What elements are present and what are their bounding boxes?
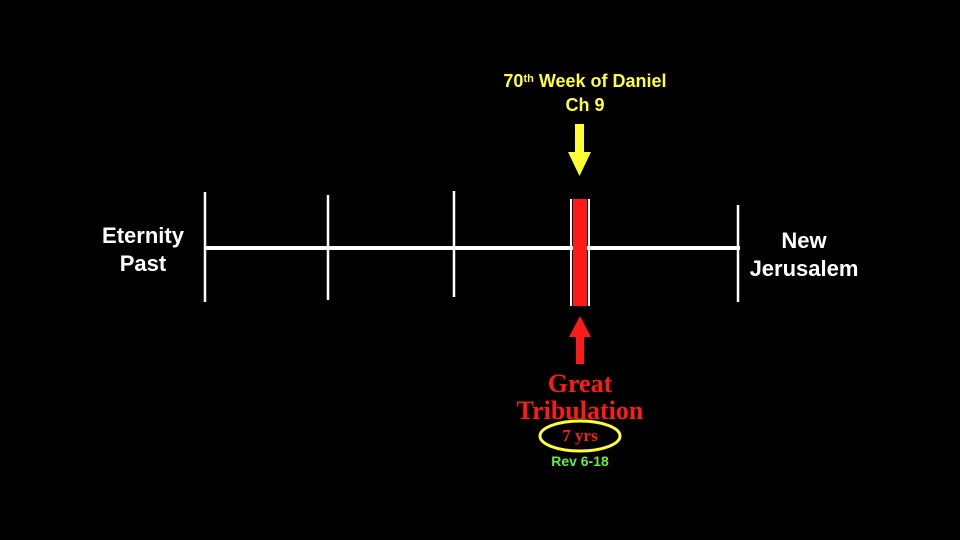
duration-label: 7 yrs bbox=[562, 426, 598, 445]
great-tribulation-line1: Great bbox=[547, 369, 613, 398]
duration-ellipse bbox=[538, 419, 622, 453]
eternity-past-line1: Eternity bbox=[102, 223, 184, 248]
new-jerusalem-label: New Jerusalem bbox=[746, 227, 862, 283]
week-title: Week of Daniel bbox=[533, 71, 667, 91]
week-number-suffix: th bbox=[523, 73, 534, 85]
seventieth-week-line2: Ch 9 bbox=[565, 95, 605, 115]
seventieth-week-line1: 70th Week of Daniel bbox=[470, 69, 700, 93]
great-tribulation-line2: Tribulation bbox=[516, 396, 644, 425]
week-number: 70 bbox=[503, 71, 524, 91]
scripture-reference: Rev 6-18 bbox=[551, 453, 609, 469]
new-jerusalem-line2: Jerusalem bbox=[749, 256, 859, 281]
new-jerusalem-line1: New bbox=[781, 228, 827, 253]
eternity-past-label: Eternity Past bbox=[88, 222, 198, 278]
great-tribulation-label: Great Tribulation bbox=[490, 370, 670, 424]
seventieth-week-bar bbox=[573, 199, 587, 306]
up-arrow-icon bbox=[569, 316, 591, 364]
down-arrow-icon bbox=[568, 124, 591, 176]
seventieth-week-label: 70th Week of Daniel Ch 9 bbox=[470, 69, 700, 117]
eternity-past-line2: Past bbox=[119, 251, 167, 276]
